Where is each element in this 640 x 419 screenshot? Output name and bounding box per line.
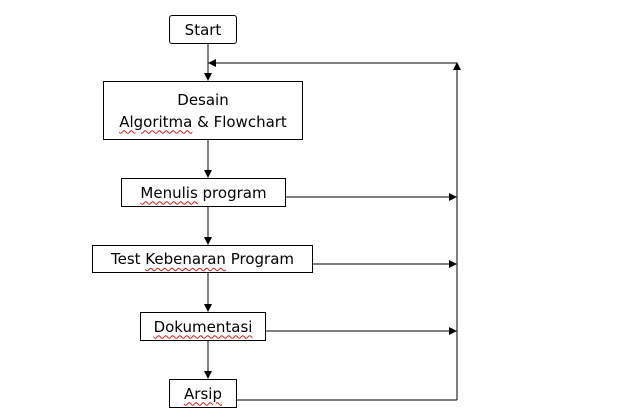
menulis-word-program: program xyxy=(197,183,267,202)
start-label: Start xyxy=(184,20,222,39)
start-node: Start xyxy=(169,15,237,44)
test-label: Test Kebenaran Program xyxy=(111,248,294,270)
desain-word-flowchart: & Flowchart xyxy=(192,112,287,131)
arsip-node: Arsip xyxy=(169,379,237,408)
test-node: Test Kebenaran Program xyxy=(92,245,313,273)
test-word-program: Program xyxy=(225,250,294,268)
test-word-kebenaran: Kebenaran xyxy=(145,250,226,268)
dokumentasi-label: Dokumentasi xyxy=(153,317,253,336)
desain-subtitle: Algoritma & Flowchart xyxy=(119,111,287,133)
menulis-word-menulis: Menulis xyxy=(140,183,198,202)
desain-node: Desain Algoritma & Flowchart xyxy=(103,81,303,140)
desain-title: Desain xyxy=(177,90,229,109)
desain-word-algoritma: Algoritma xyxy=(119,112,193,131)
menulis-node: Menulis program xyxy=(121,178,286,207)
test-word-test: Test xyxy=(110,250,146,268)
menulis-label: Menulis program xyxy=(140,182,266,204)
arsip-label: Arsip xyxy=(184,384,222,403)
dokumentasi-node: Dokumentasi xyxy=(140,312,266,341)
